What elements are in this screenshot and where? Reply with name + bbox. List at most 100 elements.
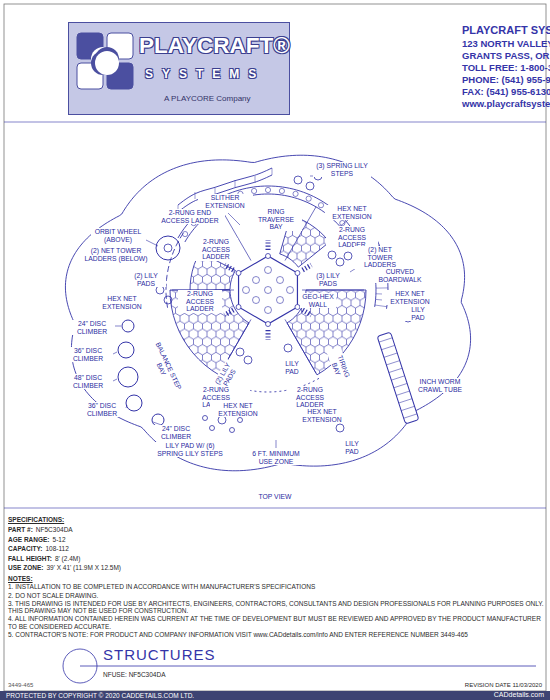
note-text: 3. THIS DRAWING IS INTENDED FOR USE BY A… <box>8 600 544 615</box>
part-callout: CURVED BOARDWALK <box>370 268 430 283</box>
spec-value: 5-12 <box>53 536 66 543</box>
deck-spot <box>253 277 260 284</box>
lily-pad <box>210 426 215 431</box>
company-address: PHONE: (541) 955-9199 <box>462 75 550 86</box>
logo-box: PLAYCRAFT® SYSTEMS A PLAYCORE Company <box>68 22 290 115</box>
leader-line <box>126 405 127 408</box>
leader-line <box>146 240 158 246</box>
header-rule <box>4 122 546 123</box>
disc-climber <box>118 367 138 387</box>
ladder <box>303 265 312 270</box>
footer-bar <box>0 691 550 700</box>
copyright: PROTECTED BY COPYRIGHT © 2020 CADDETAILS… <box>6 692 194 699</box>
deck-spot <box>253 297 260 304</box>
tube-rib <box>404 414 417 418</box>
note-text: 2. DO NOT SCALE DRAWING. <box>8 592 544 599</box>
hex-deck <box>239 256 298 324</box>
ladder <box>225 265 234 270</box>
part-callout: ORBIT WHEEL (ABOVE) <box>91 228 146 243</box>
part-callout: RING TRAVERSE BAY <box>250 208 302 231</box>
deck-spot <box>287 287 294 294</box>
note-text: 4. ALL INFORMATION CONTAINED HEREIN WAS … <box>8 615 544 630</box>
part-callout: 2-RUNG ACCESS LADDER <box>178 290 222 313</box>
part-callout: (2) LILY PADS <box>126 272 166 287</box>
part-callout: HEX NET EXTENSION <box>325 205 380 220</box>
deck-spot <box>277 277 284 284</box>
part-callout: (3) SPRING LILY STEPS <box>313 162 371 177</box>
tube-rib <box>394 383 407 387</box>
leader-line <box>276 440 277 448</box>
part-callout: LILY PAD W/ (6) SPRING LILY STEPS <box>154 442 226 457</box>
company-address: TOLL FREE: 1-800-333-8519 <box>462 63 550 74</box>
post <box>266 254 271 259</box>
part-callout: HEX NET EXTENSION <box>94 295 150 310</box>
tube-rib <box>389 368 402 372</box>
sheet-title: STRUCTURES <box>103 647 216 664</box>
tube-rib <box>401 406 414 410</box>
orbit-wheel <box>156 236 180 260</box>
part-callout: SLITHER EXTENSION <box>198 194 253 209</box>
view-title: TOP VIEW <box>245 493 305 501</box>
tube-rib <box>399 399 412 403</box>
disc-climber <box>126 395 142 411</box>
spec-heading: SPECIFICATIONS: <box>8 516 64 523</box>
crawl-tube <box>377 332 419 424</box>
ladder <box>266 240 271 250</box>
lily-pad <box>244 356 252 364</box>
tube-rib <box>391 376 404 380</box>
website: CADdetails.com <box>494 691 544 699</box>
part-callout: HEX NET EXTENSION <box>382 290 438 305</box>
part-callout: TIRING BAY <box>326 346 354 389</box>
slither-rib <box>272 168 273 175</box>
company-address: www.playcraftsystems.com <box>462 99 550 110</box>
disc-climber <box>118 342 134 358</box>
sheet-subtitle: NFUSE: NF5C304DA <box>103 671 166 678</box>
tube-rib <box>381 345 394 349</box>
post <box>236 305 241 310</box>
spec-key: CAPACITY: <box>8 545 42 552</box>
deck-spot <box>265 307 272 314</box>
brand-name: PLAYCRAFT® <box>139 35 290 58</box>
company-address: PLAYCRAFT SYSTEMS <box>462 24 550 36</box>
logo-quarter <box>95 51 119 75</box>
company-address: GRANTS PASS, OR 97526 <box>462 51 550 62</box>
ring <box>306 196 311 201</box>
ladder <box>225 310 234 315</box>
part-callout: HEX NET EXTENSION <box>294 408 350 423</box>
use-zone-outline <box>65 155 470 471</box>
company-address: 123 NORTH VALLEY DRIVE <box>462 39 550 50</box>
lily-pad <box>336 424 344 432</box>
part-callout: LILY PAD <box>278 360 306 375</box>
part-callout: 2-RUNG END ACCESS LADDER <box>155 209 225 224</box>
ring <box>279 188 284 193</box>
spec-key: AGE RANGE: <box>8 536 50 543</box>
plank <box>375 305 387 307</box>
spec-key: FALL HEIGHT: <box>8 555 52 562</box>
note-text: 1. INSTALLATION TO BE COMPLETED IN ACCOR… <box>8 583 544 590</box>
tube-rib <box>384 353 397 357</box>
slither <box>178 175 272 212</box>
lily-pad <box>284 344 292 352</box>
tube-rib <box>386 361 399 365</box>
deck-spot <box>265 287 272 294</box>
leader-line <box>113 379 117 381</box>
deck-frame <box>302 290 364 291</box>
plank <box>376 287 388 288</box>
ring <box>265 187 270 192</box>
lily-pad <box>203 416 208 421</box>
part-callout: BALANCE STEP BAY <box>145 337 184 398</box>
tube-rib <box>396 391 409 395</box>
post <box>266 322 271 327</box>
lily-pad <box>236 348 244 356</box>
part-callout: 36" DISC CLIMBER <box>80 402 124 417</box>
spec-key: USE ZONE: <box>8 564 43 571</box>
brand-parent: A PLAYCORE Company <box>164 95 251 103</box>
ring <box>318 203 323 208</box>
part-callout: 48" DISC CLIMBER <box>66 374 110 389</box>
ladder <box>303 310 312 315</box>
playground-plan <box>65 155 470 471</box>
part-callout: GEO-HEX WALL <box>300 293 336 308</box>
slither-rib <box>235 180 236 187</box>
brand-subtitle: SYSTEMS <box>145 68 265 80</box>
deck-spot <box>265 267 272 274</box>
